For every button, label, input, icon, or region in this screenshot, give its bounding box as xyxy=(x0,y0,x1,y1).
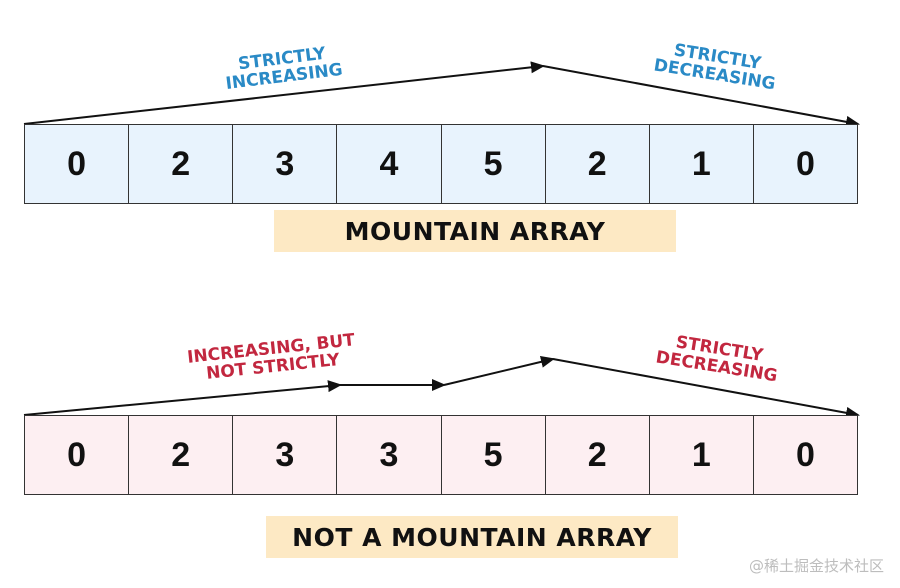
not-mountain-array-caption-text: NOT A MOUNTAIN ARRAY xyxy=(292,522,652,552)
not-mountain-array-cell-5: 2 xyxy=(545,416,650,494)
bottom-rise-arrow-2 xyxy=(443,355,555,386)
mountain-array-caption: MOUNTAIN ARRAY xyxy=(274,210,676,252)
bottom-rise-arrow-1 xyxy=(23,380,342,416)
top-fall-arrow xyxy=(542,65,860,128)
mountain-array-cell-2: 3 xyxy=(233,125,338,203)
watermark: @稀土掘金技术社区 xyxy=(748,557,884,575)
mountain-array-cell-7: 0 xyxy=(753,125,857,203)
not-mountain-array-cell-0: 0 xyxy=(25,416,130,494)
mountain-array-caption-text: MOUNTAIN ARRAY xyxy=(344,216,606,246)
mountain-array-cell-3: 4 xyxy=(337,125,442,203)
bottom-fall-arrow xyxy=(552,358,860,419)
not-mountain-array-cell-1: 2 xyxy=(129,416,234,494)
mountain-array-cell-5: 2 xyxy=(545,125,650,203)
not-mountain-array-cell-7: 0 xyxy=(753,416,857,494)
mountain-array-cell-6: 1 xyxy=(649,125,754,203)
mountain-array-cell-1: 2 xyxy=(129,125,234,203)
not-mountain-array-cell-2: 3 xyxy=(233,416,338,494)
not-mountain-array-cell-3: 3 xyxy=(337,416,442,494)
mountain-array-cell-4: 5 xyxy=(441,125,546,203)
not-mountain-array-caption: NOT A MOUNTAIN ARRAY xyxy=(266,516,678,558)
top-rise-arrow xyxy=(23,61,545,125)
mountain-array-cell-0: 0 xyxy=(25,125,130,203)
not-mountain-array-cell-6: 1 xyxy=(649,416,754,494)
not-mountain-array-cell-4: 5 xyxy=(441,416,546,494)
